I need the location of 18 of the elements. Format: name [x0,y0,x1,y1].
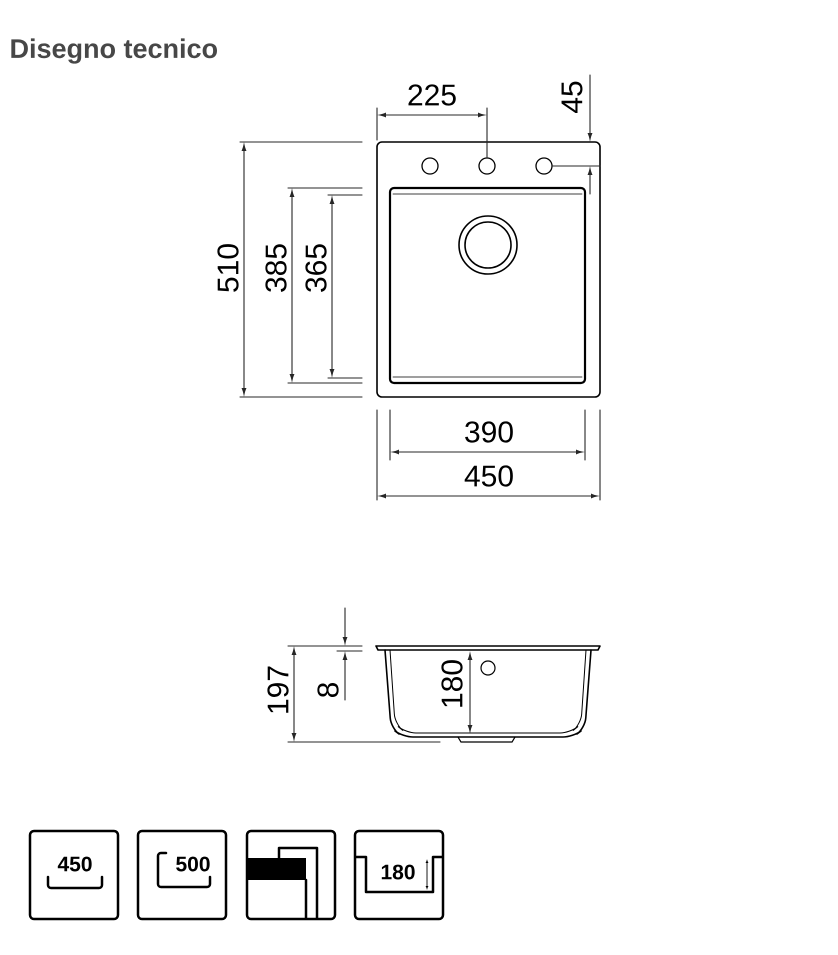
dimension-label: 385 [265,244,287,292]
dimension-label: 45 [562,82,582,113]
tile-label: 450 [58,856,92,872]
dimension-label: 450 [464,465,513,487]
dimension-label: 180 [441,660,463,707]
icon-tile [354,830,444,920]
dimension-label: 510 [217,244,239,292]
dimension-label: 197 [267,666,289,713]
dimension-label: 225 [408,84,456,106]
dimension-label: 8 [317,682,339,698]
icon-tile [136,830,228,920]
icon-tile [246,830,336,920]
tile-label: 500 [176,856,210,872]
tile-label: 180 [382,864,415,880]
dimension-label: 365 [305,244,327,292]
icon-tile [28,830,120,920]
dimension-label: 390 [465,421,513,443]
title: Disegno tecnico [11,38,217,64]
